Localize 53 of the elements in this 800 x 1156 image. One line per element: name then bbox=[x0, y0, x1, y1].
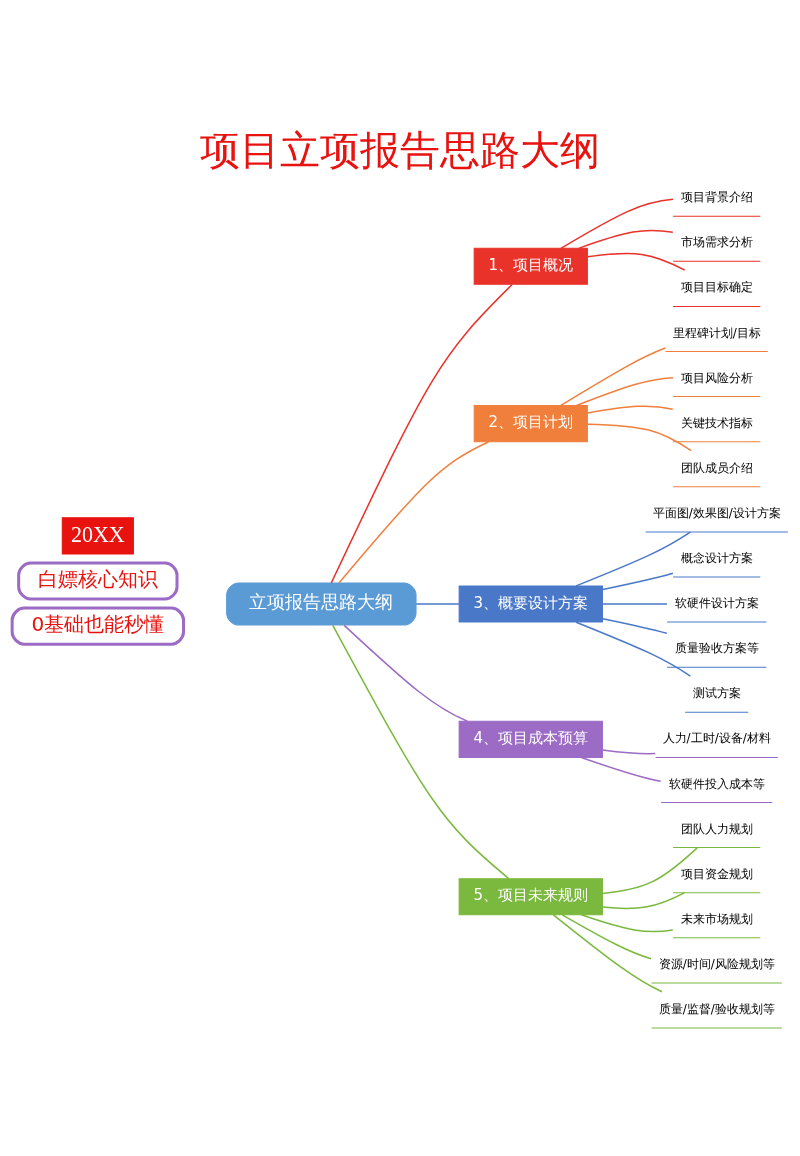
node-text: 团队成员介绍 bbox=[680, 460, 753, 475]
node-text: 平面图/效果图/设计方案 bbox=[652, 505, 781, 520]
connector bbox=[601, 847, 698, 895]
connector bbox=[332, 624, 510, 880]
node-text: 项目资金规划 bbox=[680, 866, 753, 881]
node-text: 团队人力规划 bbox=[680, 821, 753, 836]
connector bbox=[580, 914, 674, 933]
node-text: 资源/时间/风险规划等 bbox=[658, 956, 775, 971]
connector bbox=[578, 229, 674, 249]
node-text: 项目风险分析 bbox=[680, 370, 753, 385]
connector bbox=[602, 617, 668, 634]
node-text: 概念设计方案 bbox=[680, 551, 753, 566]
connector bbox=[587, 423, 692, 452]
connector bbox=[601, 892, 686, 910]
connector bbox=[587, 252, 686, 271]
connector bbox=[330, 283, 513, 584]
connector bbox=[580, 756, 662, 782]
node-box: 5、项目未来规则 bbox=[458, 878, 603, 916]
node-text: 人力/工时/设备/材料 bbox=[662, 731, 771, 746]
connector bbox=[602, 572, 674, 591]
node-text: 质量/监督/验收规划等 bbox=[658, 1002, 775, 1017]
node-text: 里程碑计划/目标 bbox=[672, 325, 761, 340]
connector bbox=[602, 603, 668, 605]
connector bbox=[575, 621, 692, 677]
connector bbox=[561, 914, 652, 960]
node-box: 立项报告思路大纲 bbox=[226, 582, 417, 626]
connector bbox=[415, 603, 460, 605]
diagram-title: 项目立项报告思路大纲 bbox=[200, 127, 600, 174]
node-text: 测试方案 bbox=[692, 686, 741, 701]
node-text: 质量验收方案等 bbox=[674, 641, 759, 656]
node-box: 3、概要设计方案 bbox=[458, 585, 603, 623]
node-box: 4、项目成本预算 bbox=[458, 720, 603, 758]
node-text: 项目背景介绍 bbox=[680, 190, 753, 205]
connector bbox=[575, 531, 692, 587]
node-box: 白嫖核心知识 bbox=[17, 561, 179, 601]
node-box: 0基础也能秒懂 bbox=[10, 606, 186, 646]
connector bbox=[601, 749, 657, 755]
connector bbox=[343, 624, 469, 722]
node-text: 未来市场规划 bbox=[680, 911, 753, 926]
node-text: 市场需求分析 bbox=[680, 235, 753, 250]
node-text: 软硬件投入成本等 bbox=[668, 776, 765, 791]
node-text: 项目目标确定 bbox=[680, 280, 753, 295]
node-text: 软硬件设计方案 bbox=[674, 596, 759, 611]
connector bbox=[586, 405, 674, 414]
connector bbox=[552, 914, 663, 993]
node-box: 1、项目概况 bbox=[473, 247, 588, 285]
connector bbox=[338, 441, 490, 584]
connector bbox=[560, 198, 674, 249]
connector bbox=[559, 347, 667, 407]
node-text: 关键技术指标 bbox=[680, 415, 753, 430]
connector bbox=[575, 376, 674, 407]
label: 20XX bbox=[70, 521, 125, 547]
node-box: 2、项目计划 bbox=[473, 405, 588, 443]
